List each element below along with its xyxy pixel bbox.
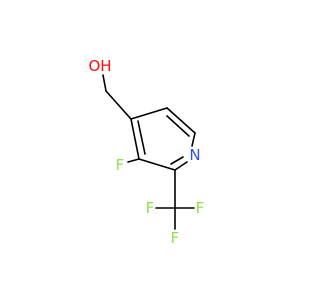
- molecule-drawing: OH N F F F F: [88, 57, 204, 247]
- cf3-fluoro-bottom-label: F: [171, 229, 180, 247]
- bond-c6-n: [191, 132, 196, 147]
- bond-c3-f: [127, 158, 140, 163]
- bond-c5-c6-inner: [166, 115, 190, 137]
- bond-c2-c3: [138, 158, 176, 171]
- bond-n-c2-inner: [170, 156, 184, 165]
- fluoro-label: F: [116, 156, 125, 174]
- cf3-fluoro-left-label: F: [146, 199, 155, 217]
- bond-ch2-o: [102, 74, 107, 92]
- bonds: [102, 74, 196, 230]
- bond-n-c2: [174, 161, 188, 171]
- atom-labels: OH N F F F F: [88, 57, 204, 247]
- bond-c4-c5: [130, 107, 168, 120]
- bond-c3-c4: [130, 118, 140, 160]
- bond-c5-c6: [166, 107, 196, 134]
- cf3-fluoro-right-label: F: [196, 199, 205, 217]
- bond-ch2-c4: [105, 90, 132, 120]
- bond-c3-c4-inner: [137, 120, 146, 155]
- structure-canvas: OH N F F F F: [88, 57, 204, 247]
- hydroxyl-label: OH: [88, 57, 111, 75]
- nitrogen-label: N: [189, 146, 200, 164]
